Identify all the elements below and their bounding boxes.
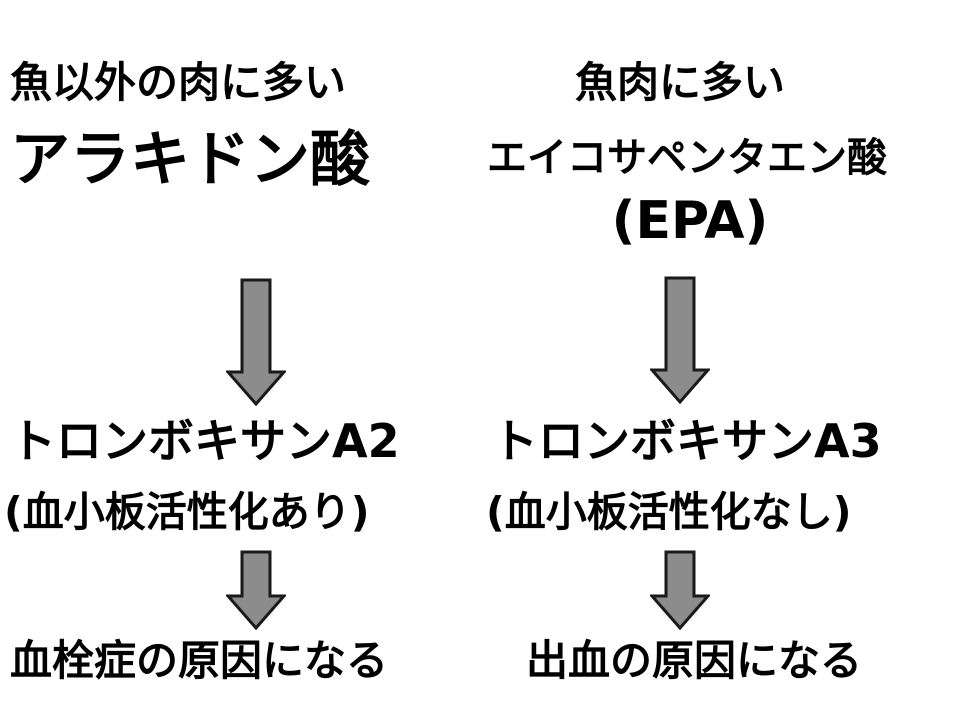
- left-result: 血栓症の原因になる: [10, 636, 389, 685]
- left-source-line1: 魚以外の肉に多い: [10, 58, 347, 107]
- right-product: トロンボキサンA3: [492, 414, 882, 468]
- right-effect: (血小板活性化なし): [486, 488, 852, 536]
- right-result: 出血の原因になる: [526, 636, 863, 685]
- left-source-line2: アラキドン酸: [10, 125, 370, 195]
- right-source-line2: エイコサペンタエン酸: [487, 135, 887, 181]
- right-arrow-2: [650, 550, 710, 631]
- left-effect: (血小板活性化あり): [4, 488, 370, 536]
- left-arrow-1: [226, 278, 286, 407]
- right-arrow-1: [650, 276, 710, 405]
- right-source-line1: 魚肉に多い: [574, 58, 785, 107]
- left-arrow-2: [226, 550, 286, 631]
- left-product: トロンボキサンA2: [10, 414, 400, 468]
- right-source-line3: (EPA): [611, 191, 769, 251]
